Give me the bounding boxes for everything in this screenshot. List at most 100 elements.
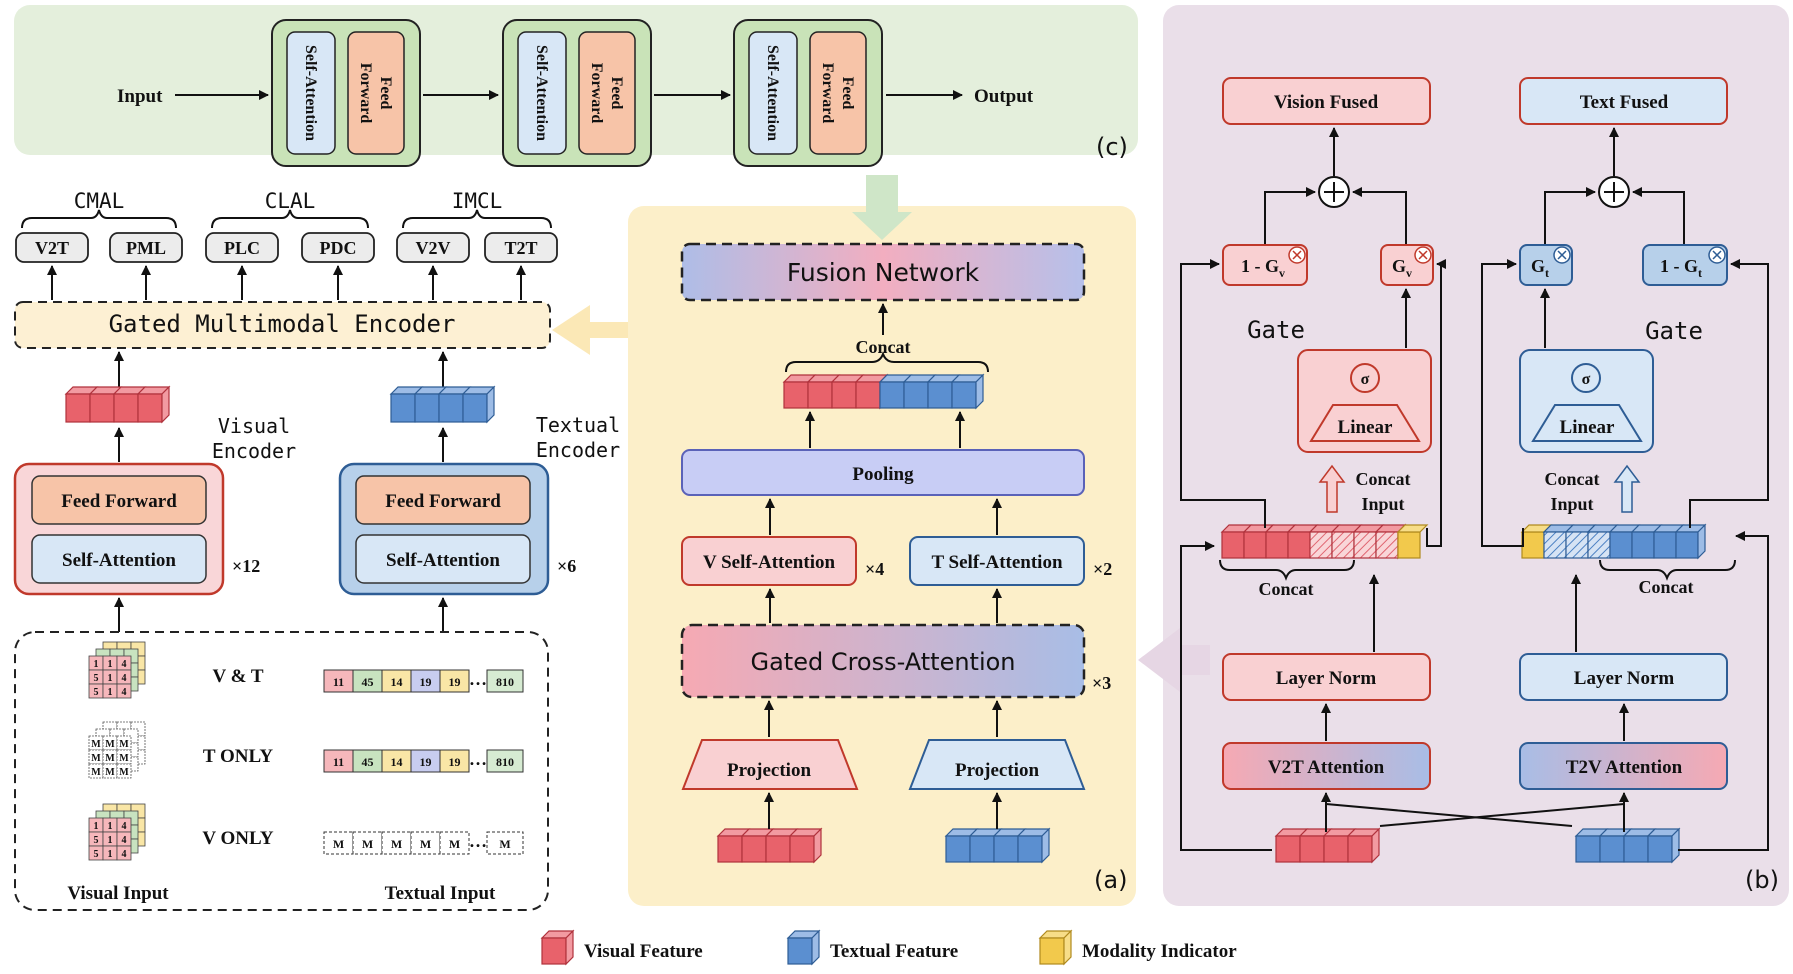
gt-text: G (1531, 256, 1545, 276)
panel-b-textual-input-feature (1574, 827, 1681, 864)
token-label: 810 (496, 755, 514, 769)
panel-b-label: (b) (1745, 866, 1779, 894)
loss-box-pdc (301, 232, 375, 263)
t-self-attention-label: T Self-Attention (931, 552, 1062, 573)
input-data-box (14, 631, 549, 911)
panel-b-textual-input-feature-cell (1599, 835, 1625, 863)
vision-gate-label: Gate (1247, 316, 1305, 344)
loss-group-brace (402, 209, 552, 229)
legend-label: Modality Indicator (1082, 941, 1237, 962)
vision-linear-shape (1309, 404, 1421, 442)
visual-projection-label: Projection (727, 760, 811, 781)
token-label: 11 (333, 675, 344, 689)
textual-feed-forward-box (355, 475, 531, 525)
textual-feed-forward-label: Feed Forward (385, 491, 501, 512)
visual-encoder-label-line2: Encoder (212, 439, 296, 463)
visual-to-t2v-cross-line (1379, 803, 1625, 827)
patch-digit: 4 (122, 821, 127, 832)
patch-cell (116, 763, 132, 779)
patch-digit: 1 (94, 659, 99, 670)
patch-digit: 1 (108, 659, 113, 670)
visual-encoder-label-line1: Visual (218, 414, 290, 438)
loss-label-t2t: T2T (504, 238, 537, 258)
loss-group-brace (21, 209, 177, 229)
panel-a-textual-input-feature-cell (945, 835, 971, 863)
vision-layer-norm-label: Layer Norm (1276, 668, 1377, 689)
patch-digit: 4 (122, 849, 127, 860)
panel-a-concat-textual-feature-cell (903, 381, 929, 409)
vision-modality-indicator-top (1396, 524, 1429, 533)
token-box (439, 831, 470, 855)
panel-a-textual-input-feature-side (1041, 827, 1050, 864)
panel-c-to-fusion-arrow (852, 175, 912, 240)
token-label: 19 (420, 675, 432, 689)
text-concat-feature-cell (1587, 531, 1611, 559)
token-ellipsis: … (469, 669, 487, 689)
text-concat-feature-cell (1609, 531, 1633, 559)
visual-self-attention-box (31, 534, 207, 584)
gv-text: G (1392, 256, 1406, 276)
panel-a-concat-textual-feature-cell (951, 381, 977, 409)
vision-modality-indicator (1397, 531, 1421, 559)
patch-digit: 1 (108, 849, 113, 860)
text-gate-label: Gate (1645, 317, 1703, 345)
text-concat-feature-cell (1675, 531, 1699, 559)
vision-sigma-circle (1350, 363, 1380, 393)
transformer-feed-forward-box (347, 31, 405, 155)
v-repeat-label: ×4 (865, 559, 884, 579)
vision-concat-feature-cell (1353, 531, 1377, 559)
transformer-feed-forward-label-line2: Forward (819, 63, 836, 124)
panel-a-textual-input-feature-cell (993, 835, 1019, 863)
token-label: M (333, 837, 344, 851)
loss-box-plc (205, 232, 279, 263)
loss-group-label: CMAL (74, 189, 125, 213)
visual-encoder-output-feature-cell (137, 393, 163, 423)
patch-digit: 1 (108, 673, 113, 684)
loss-label-pml: PML (126, 238, 166, 258)
panel-b-visual-input-feature (1274, 827, 1381, 864)
patch-digit: 4 (122, 673, 127, 684)
panel-a-textual-input-feature-cell (1017, 835, 1043, 863)
visual-encoder-output-feature-side (161, 385, 170, 424)
vision-fused-box (1222, 77, 1431, 125)
text-residual-to-one-minus-gt (1689, 259, 1769, 528)
visual-input-label: Visual Input (67, 883, 169, 904)
textual-residual-to-concat (1678, 531, 1769, 851)
legend-swatch-side (565, 929, 574, 966)
input-row-label: V & T (212, 666, 263, 687)
vision-concat-feature-cell (1287, 531, 1311, 559)
one-minus-gt-label: 1 - Gt (1660, 256, 1702, 280)
gated-cross-attention-label: Gated Cross-Attention (750, 648, 1015, 676)
token-label: 45 (362, 675, 374, 689)
panel-c-label: (c) (1096, 133, 1128, 161)
token-box (486, 669, 524, 693)
transformer-self-attention-label: Self-Attention (533, 45, 550, 141)
patch-cell (116, 845, 132, 861)
one-minus-gv-multiply-cross (1292, 250, 1302, 260)
textual-self-attention-box (355, 534, 531, 584)
vision-concat-label: Concat (1259, 579, 1314, 599)
transformer-feed-forward-label-line2: Forward (357, 63, 374, 124)
encoder-feature-blocks (64, 385, 496, 462)
one-minus-gv-subscript: v (1279, 266, 1285, 280)
one-minus-gv-label: 1 - Gv (1241, 256, 1285, 280)
t-self-attention-box (909, 536, 1085, 586)
pooling-box (681, 449, 1085, 496)
transformer-feed-forward-label-line2: Forward (588, 63, 605, 124)
panel-a-concat-textual-feature-side (975, 373, 984, 410)
loss-group-brace (211, 209, 369, 229)
one-minus-gv-text: 1 - G (1241, 256, 1279, 276)
token-box (439, 749, 470, 773)
fusion-network-label: Fusion Network (787, 258, 980, 287)
patch-mask-label: M (119, 739, 129, 750)
token-label: 14 (391, 755, 403, 769)
panel-b-textual-input-feature-cell (1575, 835, 1601, 863)
panel-b-features (1220, 523, 1707, 864)
patch-digit: 1 (108, 687, 113, 698)
pooling-label: Pooling (852, 464, 914, 485)
textual-input-label: Textual Input (385, 883, 496, 904)
panel-c-input-label: Input (117, 86, 163, 107)
